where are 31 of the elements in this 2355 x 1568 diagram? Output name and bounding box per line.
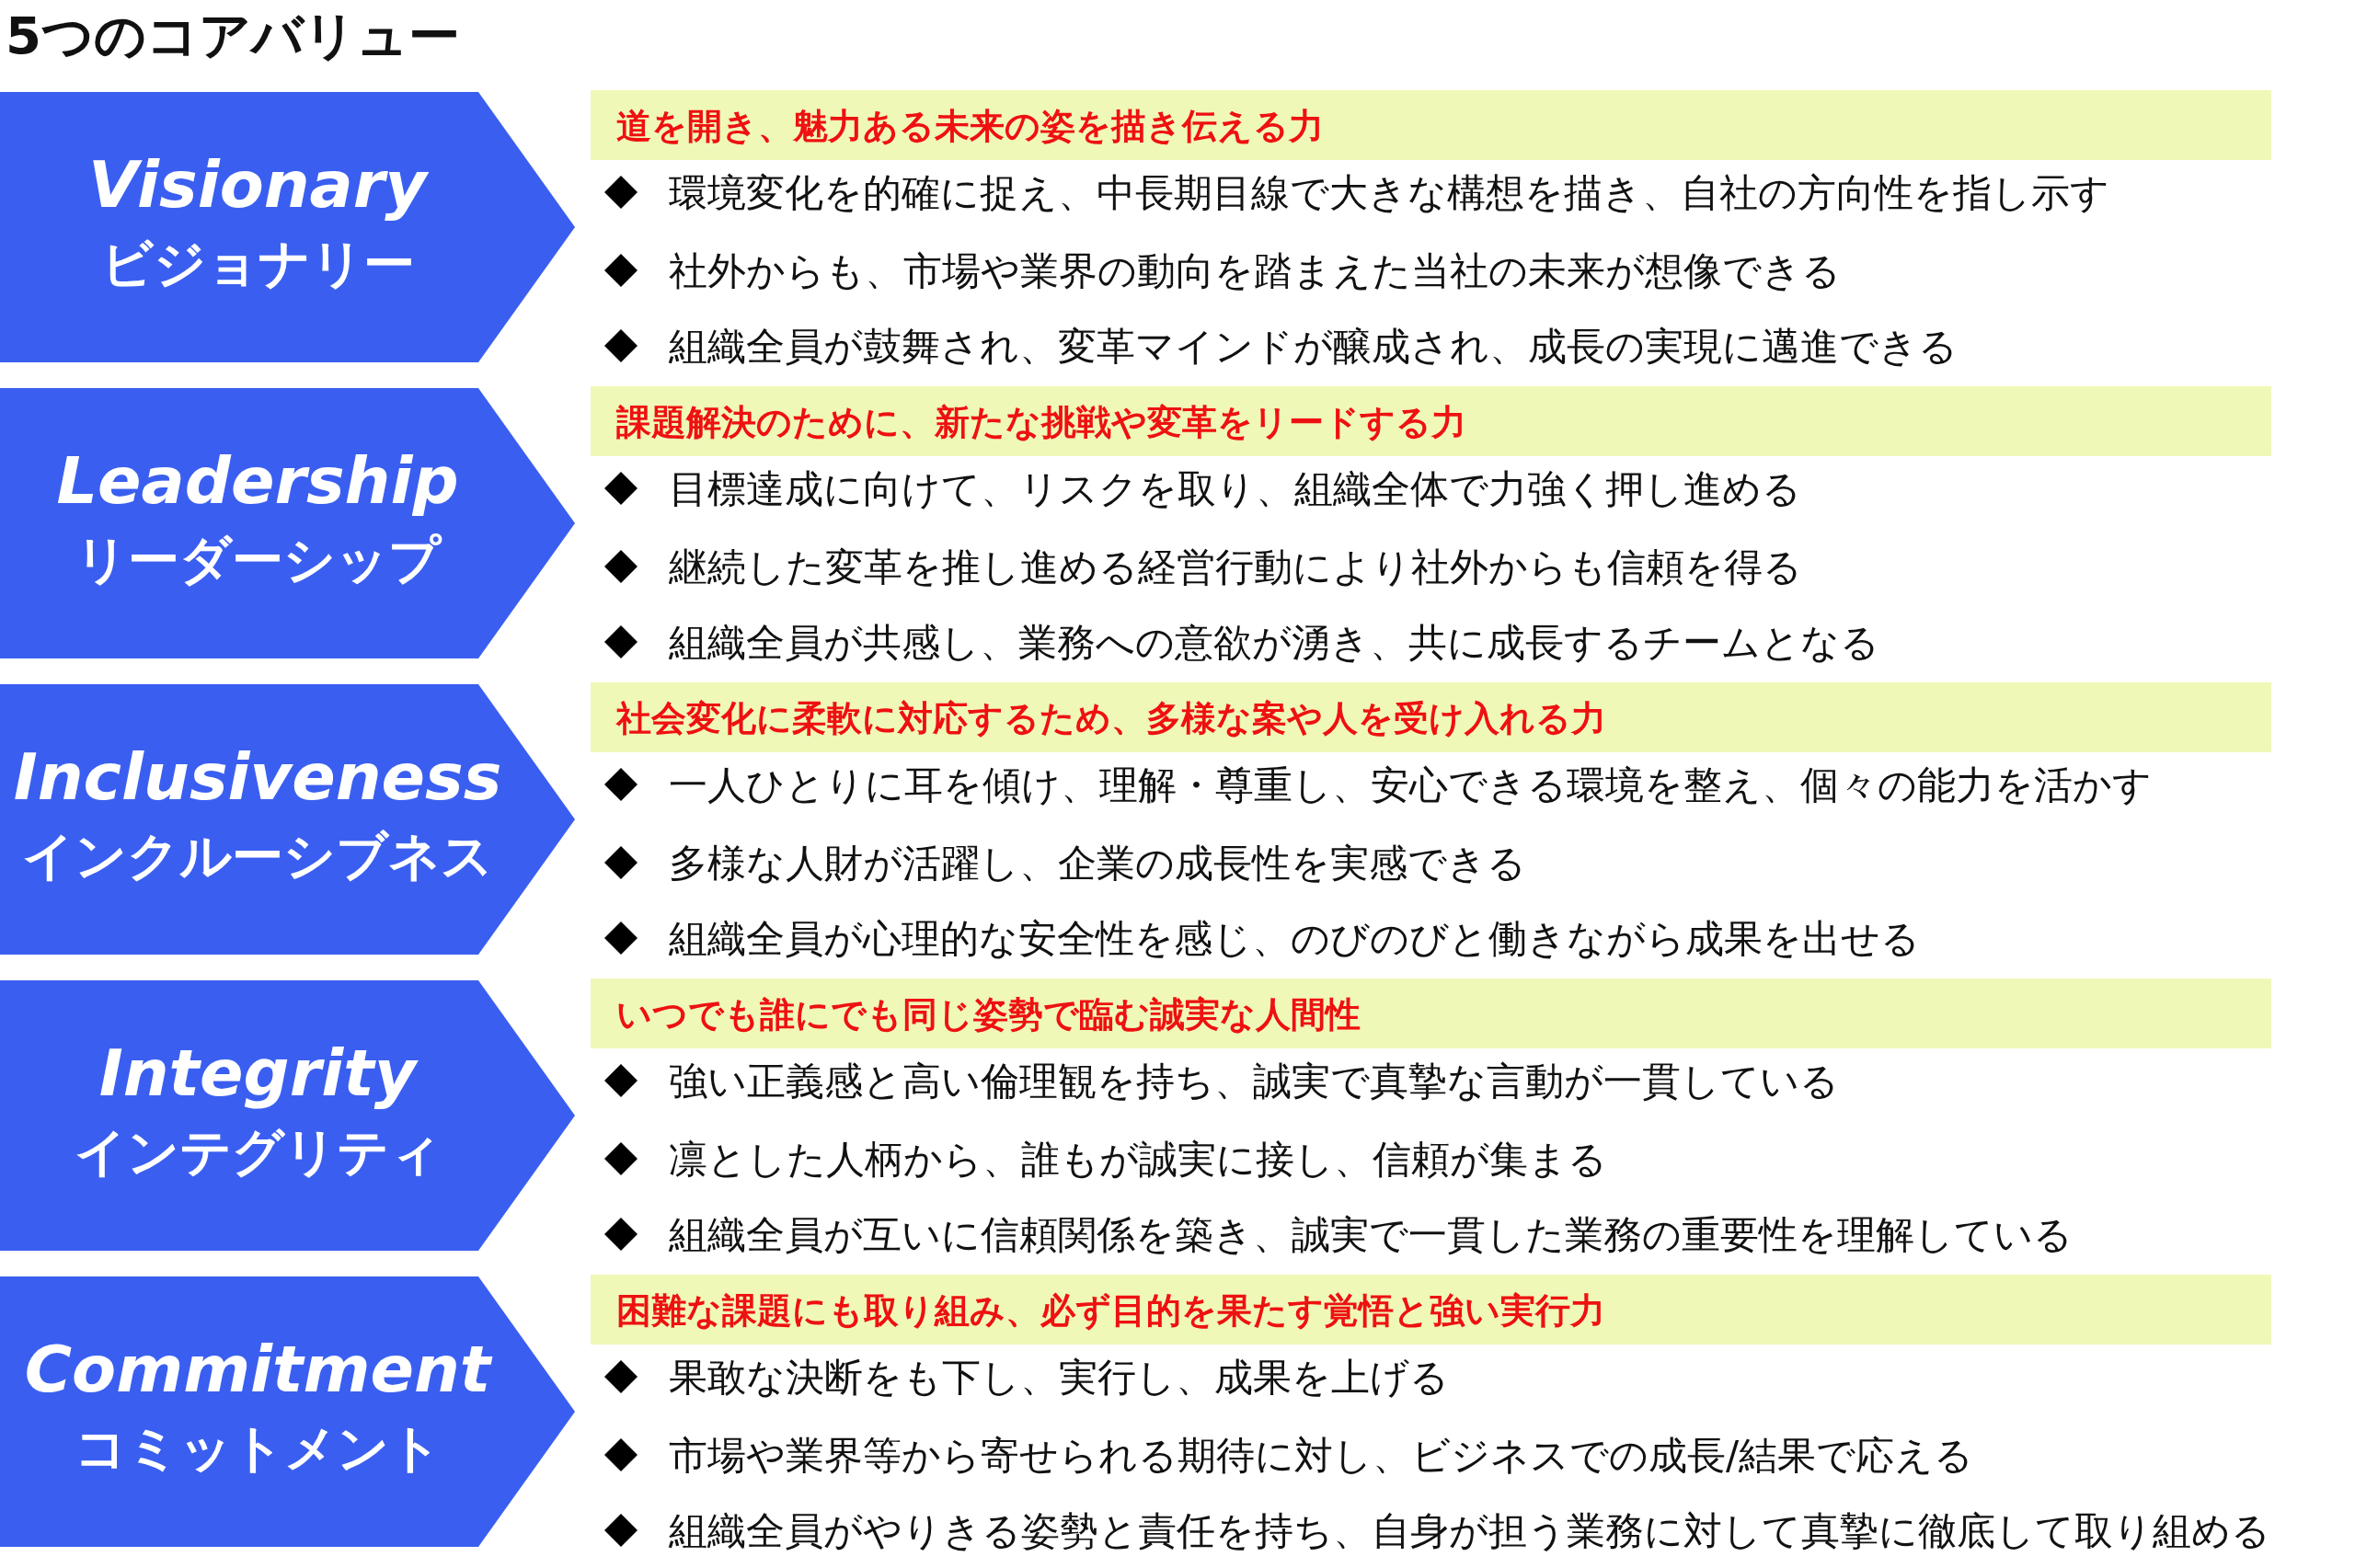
value-name: Inclusiveness xyxy=(12,739,503,815)
value-name-katakana: コミットメント xyxy=(73,1417,442,1480)
value-name-katakana: インテグリティ xyxy=(73,1121,442,1184)
bullet-text: 強い正義感と高い倫理観を持ち、誠実で真摯な言動が一貫している xyxy=(669,1058,1839,1105)
value-name: Commitment xyxy=(23,1332,494,1407)
bullet-text: 多様な人財が活躍し、企業の成長性を実感できる xyxy=(669,840,1526,887)
bullet-text: 凛とした人柄から、誰もが誠実に接し、信頼が集まる xyxy=(669,1136,1607,1184)
bullet-text: 果敢な決断をも下し、実行し、成果を上げる xyxy=(669,1354,1449,1402)
value-name: Integrity xyxy=(98,1036,419,1111)
bullet-text: 組織全員がやりきる姿勢と責任を持ち、自身が担う業務に対して真摯に徹底して取り組める xyxy=(669,1507,2270,1555)
bullet-text: 継続した変革を推し進める経営行動により社外からも信頼を得る xyxy=(669,544,1802,591)
value-name-katakana: リーダーシップ xyxy=(74,529,443,591)
bullet-text: 環境変化を的確に捉え、中長期目線で大きな構想を描き、自社の方向性を指し示す xyxy=(669,169,2109,217)
bullet-text: 組織全員が互いに信頼関係を築き、誠実で一貫した業務の重要性を理解している xyxy=(669,1211,2073,1259)
value-name-katakana: ビジョナリー xyxy=(99,233,416,295)
highlight-band: 困難な課題にも取り組み、必ず目的を果たす覚悟と強い実行力 xyxy=(591,1275,2271,1345)
bullet-text: 組織全員が共感し、業務への意欲が湧き、共に成長するチームとなる xyxy=(669,619,1879,667)
value-name-katakana: インクルーシブネス xyxy=(21,825,494,887)
bullet-text: 社外からも、市場や業界の動向を踏まえた当社の未来が想像できる xyxy=(669,247,1841,295)
bullet-text: 市場や業界等から寄せられる期待に対し、ビジネスでの成長/結果で応える xyxy=(669,1432,1974,1480)
bullet-text: 組織全員が心理的な安全性を感じ、のびのびと働きながら成果を出せる xyxy=(669,915,1920,963)
highlight-band: 道を開き、魅力ある未来の姿を描き伝える力 xyxy=(591,90,2271,160)
bullet-text: 目標達成に向けて、リスクを取り、組織全体で力強く押し進める xyxy=(669,465,1801,513)
bullet-text: 一人ひとりに耳を傾け、理解・尊重し、安心できる環境を整え、個々の能力を活かす xyxy=(669,761,2152,809)
title-text: 5つのコアバリュー xyxy=(6,5,460,67)
highlight-band: 課題解決のために、新たな挑戦や変革をリードする力 xyxy=(591,386,2271,456)
bullet-text: 組織全員が鼓舞され、変革マインドが醸成され、成長の実現に邁進できる xyxy=(669,323,1958,371)
value-name: Visionary xyxy=(87,147,430,223)
highlight-band: いつでも誰にでも同じ姿勢で臨む誠実な人間性 xyxy=(591,979,2271,1048)
value-name: Leadership xyxy=(55,443,460,519)
highlight-band: 社会変化に柔軟に対応するため、多様な案や人を受け入れる力 xyxy=(591,682,2271,752)
